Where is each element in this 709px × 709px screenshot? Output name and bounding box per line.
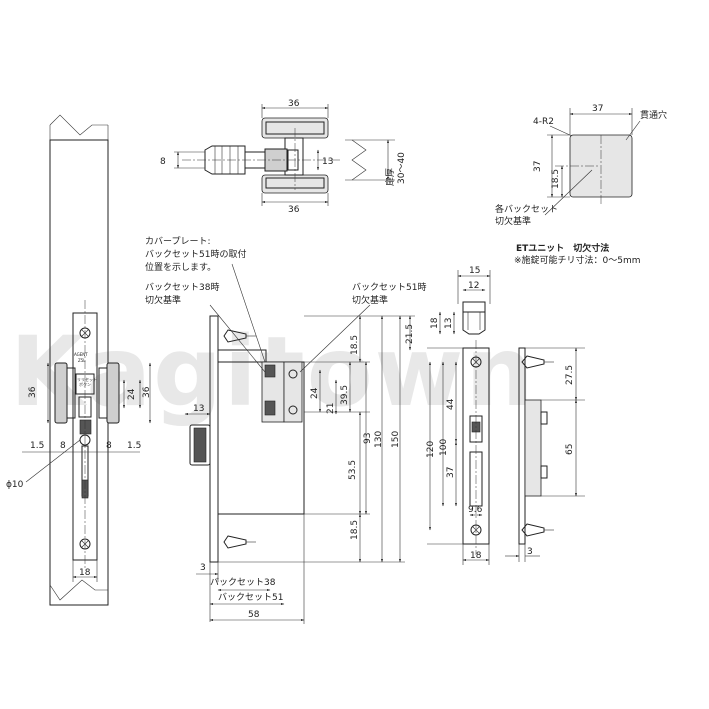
side-dim-58: 58 <box>248 610 260 620</box>
strike-dim-37: 37 <box>446 467 456 478</box>
strike-dim-9-6: 9.6 <box>468 505 483 515</box>
strike-dim-100: 100 <box>439 439 449 456</box>
model-mark: Z5L <box>78 358 86 363</box>
et-dim-height: 37 <box>533 161 543 172</box>
top-view: 36 36 8 13 扉厚 30～40 <box>160 99 407 215</box>
side-dim-18-5-bottom: 18.5 <box>350 520 360 540</box>
right-dim-27-5: 27.5 <box>565 365 575 385</box>
backset38-label-1: バックセット38時 <box>145 282 219 293</box>
door-thickness-label: 扉厚 <box>384 168 396 186</box>
front-dim-phi10: ϕ10 <box>6 480 24 490</box>
strike-dim-12: 12 <box>468 281 479 291</box>
dim-top-width: 36 <box>288 99 300 109</box>
cover-plate-label-3: 位置を示します。 <box>145 261 216 273</box>
et-through-hole: 貫通穴 <box>640 109 667 121</box>
dim-center-13: 13 <box>322 157 333 167</box>
et-unit-note: ※施錠可能チリ寸法：0～5mm <box>514 254 641 266</box>
side-backset-51: バックセット51 <box>218 592 283 603</box>
et-backset-note-2: 切欠基準 <box>495 215 531 227</box>
dim-left-8: 8 <box>160 157 166 167</box>
side-dim-21-5: 21.5 <box>405 324 415 344</box>
front-dim-1-5b: 1.5 <box>127 441 141 451</box>
strike-dim-44: 44 <box>446 398 456 410</box>
cover-plate-label-1: カバープレート: <box>145 236 211 247</box>
et-unit-title: ETユニット 切欠寸法 <box>516 242 609 254</box>
et-dim-width: 37 <box>592 104 603 114</box>
strike-dim-15: 15 <box>469 266 480 276</box>
door-thickness-range: 30～40 <box>397 152 407 184</box>
release-label-1: リリセット <box>77 377 97 382</box>
backset51-label-2: 切欠基準 <box>352 294 388 306</box>
front-view: AGENT Z5L リリセット ボタン 36 24 24 36 1.5 8 8 … <box>6 114 152 606</box>
side-dim-130: 130 <box>374 431 384 448</box>
front-dim-36b: 36 <box>142 386 152 398</box>
strike-dim-18: 18 <box>430 317 440 329</box>
dim-bottom-width: 36 <box>288 205 300 215</box>
side-dim-3: 3 <box>200 563 206 573</box>
strike-dim-13: 13 <box>444 318 454 329</box>
side-dim-18-5-top: 18.5 <box>350 335 360 355</box>
side-dim-24: 24 <box>310 387 320 399</box>
front-dim-1-5a: 1.5 <box>30 441 44 451</box>
et-dim-inner: 18.5 <box>551 169 561 189</box>
side-dim-13: 13 <box>193 404 204 414</box>
right-dim-65: 65 <box>565 444 575 455</box>
side-dim-21: 21 <box>326 403 336 414</box>
side-dim-39-5: 39.5 <box>340 385 350 405</box>
strike-dim-18-bottom: 18 <box>470 551 482 561</box>
right-dim-3: 3 <box>527 547 533 557</box>
front-dim-36: 36 <box>28 386 38 398</box>
backset38-label-2: 切欠基準 <box>145 294 181 306</box>
et-unit-cutout: 37 37 18.5 4-R2 貫通穴 各バックセット 切欠基準 ETユニット … <box>495 104 667 266</box>
side-dim-53-5: 53.5 <box>348 460 358 480</box>
brand-mark: AGENT <box>74 352 88 357</box>
side-dim-150: 150 <box>391 431 401 448</box>
et-corner-radius: 4-R2 <box>533 117 554 127</box>
right-view: 27.5 65 3 <box>505 347 585 562</box>
side-backset-38: バックセット38 <box>210 577 276 588</box>
front-dim-8a: 8 <box>60 441 66 451</box>
side-view: 13 3 バックセット38 バックセット51 58 18.5 24 21 39.… <box>145 236 426 624</box>
et-backset-note-1: 各バックセット <box>495 203 558 215</box>
strike-dim-120: 120 <box>426 441 436 458</box>
backset51-label-1: バックセット51時 <box>352 282 426 293</box>
cover-plate-label-2: バックセット51時の取付 <box>145 249 246 260</box>
front-dim-8b: 8 <box>106 441 112 451</box>
front-dim-18: 18 <box>79 568 91 578</box>
front-dim-24a: 24 <box>127 388 137 400</box>
strike-view: 15 12 18 13 120 100 44 37 9.6 18 <box>426 266 491 565</box>
side-dim-93: 93 <box>363 433 373 444</box>
